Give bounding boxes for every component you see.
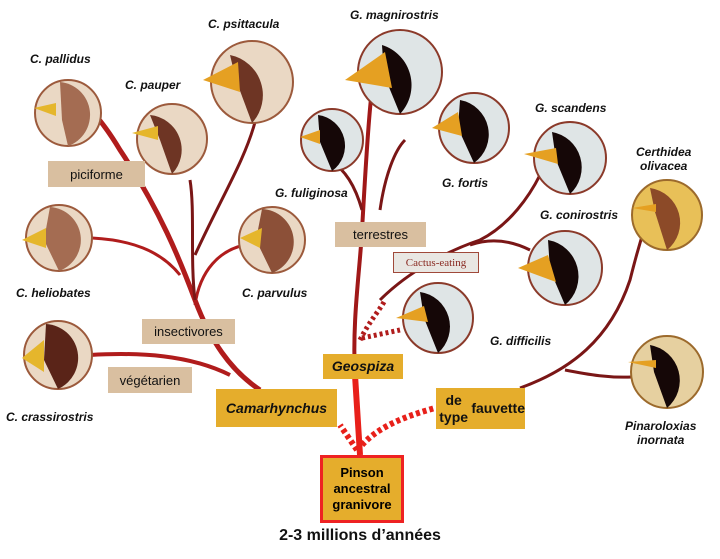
- bird-c-pallidus: [34, 79, 102, 147]
- bird-c-psittacula: [203, 40, 294, 124]
- group-geospiza: Geospiza: [323, 354, 403, 379]
- tag-cactus-eating: Cactus-eating: [393, 252, 479, 273]
- label-line: Pinaroloxias: [625, 419, 697, 433]
- group-warbler-line: de type: [439, 391, 469, 425]
- bird-g-magnirostris: [345, 29, 443, 115]
- label-g-fuliginosa: G. fuliginosa: [275, 186, 348, 200]
- branch-warbler-dotted: [359, 405, 436, 448]
- label-c-parvulus: C. parvulus: [242, 286, 308, 300]
- label-c-crassirostris: C. crassirostris: [6, 410, 94, 424]
- bird-certhidea-olivacea: [631, 179, 703, 251]
- label-line: Certhidea: [636, 145, 692, 159]
- bird-g-fortis: [432, 92, 510, 164]
- label-line: inornata: [637, 433, 685, 447]
- branch-to-pinaroloxias: [564, 368, 633, 379]
- bird-c-heliobates: [22, 204, 93, 272]
- root-line: granivore: [332, 497, 392, 512]
- label-g-difficilis: G. difficilis: [490, 334, 552, 348]
- branch-to-heliobates: [91, 236, 182, 276]
- label-c-pauper: C. pauper: [125, 78, 181, 92]
- bird-g-conirostris: [518, 230, 603, 306]
- tag-terrestres: terrestres: [335, 222, 426, 247]
- branch-cactus: [378, 174, 542, 302]
- branch-to-crassirostris: [89, 352, 231, 377]
- label-c-psittacula: C. psittacula: [208, 17, 280, 31]
- branch-to-fortis: [378, 138, 407, 211]
- bird-g-fuliginosa: [300, 108, 364, 172]
- branch-to-pauper: [188, 179, 197, 301]
- label-c-pallidus: C. pallidus: [30, 52, 91, 66]
- label-g-conirostris: G. conirostris: [540, 208, 619, 222]
- trunk-branch: [352, 374, 363, 456]
- tag-piciforme: piciforme: [48, 161, 145, 187]
- bird-c-pauper: [132, 103, 208, 175]
- bird-g-scandens: [524, 121, 607, 195]
- label-g-scandens: G. scandens: [535, 101, 607, 115]
- label-c-heliobates: C. heliobates: [16, 286, 91, 300]
- bird-c-parvulus: [238, 206, 306, 274]
- branch-to-psittacula: [193, 121, 257, 256]
- branch-camarhynchus: [93, 113, 262, 393]
- branch-to-difficilis-dotted-1: [357, 298, 388, 342]
- group-camarhynchus: Camarhynchus: [216, 389, 337, 427]
- branch-to-parvulus: [193, 243, 246, 306]
- bird-c-crassirostris: [22, 320, 93, 390]
- branch-camarhynchus-dotted: [337, 423, 360, 452]
- bird-pinaroloxias-inornata: [628, 335, 704, 409]
- label-g-magnirostris: G. magnirostris: [350, 8, 439, 22]
- label-g-fortis: G. fortis: [442, 176, 489, 190]
- root-line: Pinson: [340, 465, 384, 480]
- time-caption: 2-3 millions d’années: [279, 527, 441, 544]
- bird-g-difficilis: [396, 282, 474, 354]
- tag-insectivores: insectivores: [142, 319, 235, 344]
- group-warbler-line: fauvette: [471, 400, 525, 416]
- branch-to-conirostris: [469, 239, 531, 252]
- root-line: ancestral: [333, 481, 391, 496]
- branch-to-difficilis-dotted-2: [361, 327, 401, 341]
- label-line: olivacea: [639, 159, 688, 173]
- tag-vegetarien: végétarien: [108, 367, 192, 393]
